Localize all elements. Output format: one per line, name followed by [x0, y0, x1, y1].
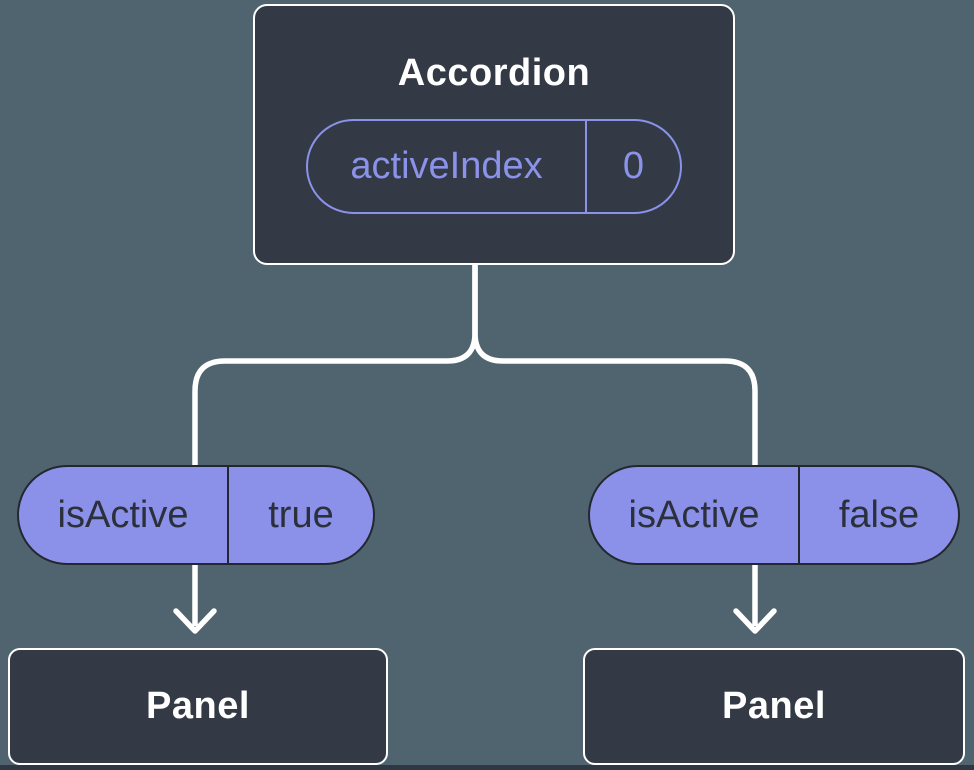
arrow-down-icon — [173, 608, 217, 634]
accordion-node: Accordion activeIndex 0 — [253, 4, 735, 265]
prop-pill-isactive-false: isActive false — [588, 465, 960, 565]
panel-node-right: Panel — [583, 648, 965, 765]
state-pill-activeindex: activeIndex 0 — [306, 119, 682, 214]
state-value-label: 0 — [585, 121, 680, 212]
state-name-label: activeIndex — [350, 145, 543, 187]
panel-node-title: Panel — [146, 685, 250, 727]
prop-value-label: false — [798, 467, 958, 563]
branch-line-left — [192, 265, 478, 465]
prop-name-label: isActive — [628, 493, 760, 536]
panel-node-title: Panel — [722, 685, 826, 727]
next-section-edge — [0, 765, 974, 770]
branch-line-right — [472, 265, 758, 465]
arrow-down-icon — [733, 608, 777, 634]
prop-name-label: isActive — [57, 493, 189, 536]
prop-pill-isactive-true: isActive true — [17, 465, 375, 565]
accordion-node-title: Accordion — [397, 52, 591, 94]
prop-value-label: true — [227, 467, 373, 563]
panel-node-left: Panel — [8, 648, 388, 765]
